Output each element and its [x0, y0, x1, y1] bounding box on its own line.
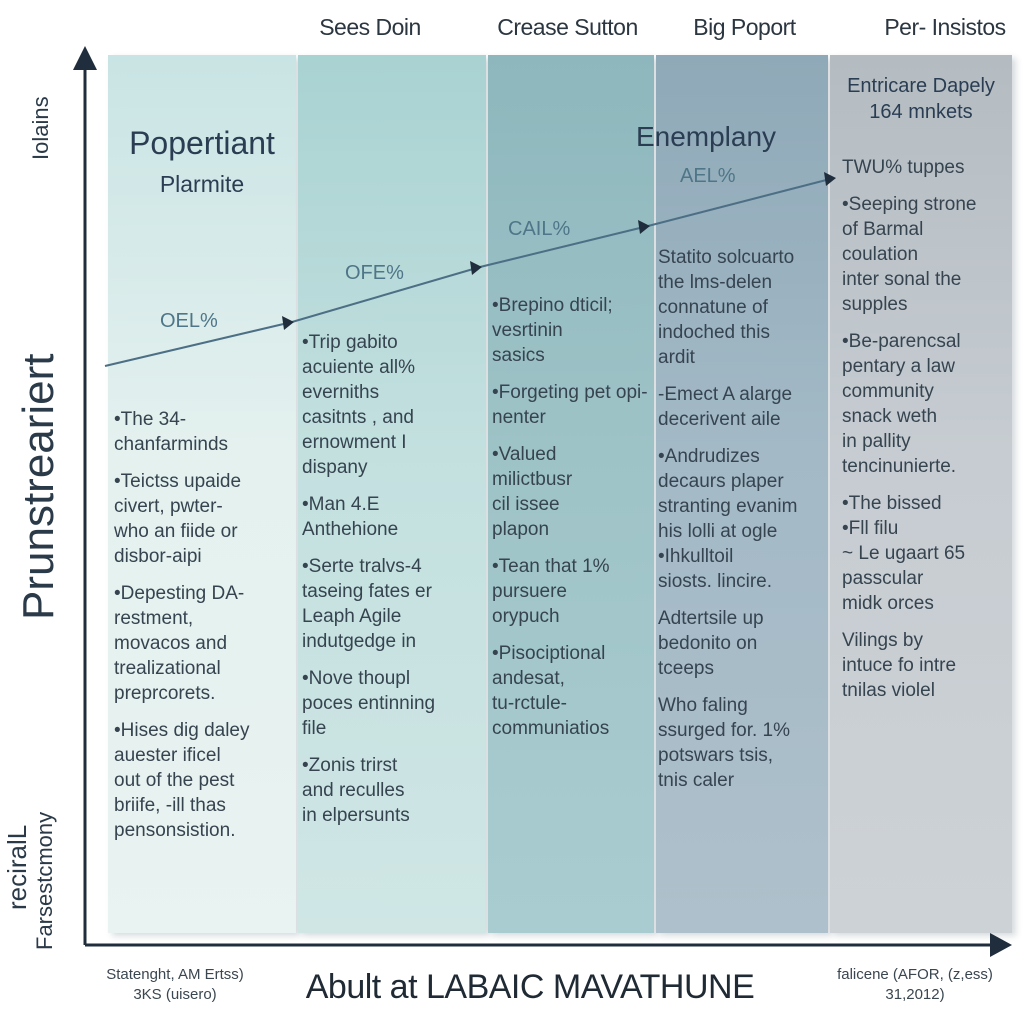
list-item: •Nove thoupl poces entinning file — [302, 668, 436, 739]
panel-5-title: Entricare Dapely 164 mnkets — [847, 75, 995, 123]
list-item: •Seeping strone of Barmal coulation inte… — [842, 194, 977, 315]
panel-3-bullet-list: •Brepino dticil; vesrtinin sasics •Forge… — [492, 293, 654, 753]
step-label-2: OFE% — [345, 262, 404, 284]
list-item: -Emect A alarge decerivent aile — [658, 384, 793, 430]
step-label-3: CAIL% — [508, 218, 571, 240]
list-item: Vilings by intuce fo intre tnilas violel — [842, 630, 957, 701]
list-item: Who faling ssurged for. 1% potswars tsis… — [658, 695, 791, 791]
panel-5-bullet-list: TWU% tuppes •Seeping strone of Barmal co… — [842, 155, 1012, 715]
panel-4-bullet-list: Statito solcuarto the lms-delen connatun… — [658, 245, 828, 805]
footer-left-note: Statenght, AM Ertss) 3KS (uisero) — [106, 966, 244, 1003]
y-axis-arrowhead — [73, 46, 97, 70]
list-item: •Andrudizes decaurs plaper stranting eva… — [658, 446, 798, 592]
list-item: Statito solcuarto the lms-delen connatun… — [658, 247, 795, 368]
column-header-1: Sees Doin — [319, 14, 421, 40]
list-item: •Serte tralvs-4 taseing fates er Leaph A… — [302, 556, 432, 652]
list-item: •Tean that 1% pursuere orypuch — [492, 556, 610, 627]
stage-panel-5: Entricare Dapely 164 mnkets TWU% tuppes … — [830, 55, 1012, 933]
column-header-2: Crease Sutton — [497, 14, 638, 40]
footer-title: Abult at LABAIC MAVATHUNE — [305, 968, 755, 1006]
list-item: •Brepino dticil; vesrtinin sasics — [492, 295, 613, 366]
list-item: TWU% tuppes — [842, 157, 965, 178]
list-item: •Valued milictbusr cil issee plapon — [492, 444, 573, 540]
list-item: •Be-parencsal pentary a law community sn… — [842, 331, 961, 477]
list-item: •Hises dig daley auester ificel out of t… — [114, 720, 250, 841]
panel-1-bullet-list: •The 34- chanfarminds •Teictss upaide ci… — [114, 407, 296, 855]
stage-panel-3: •Brepino dticil; vesrtinin sasics •Forge… — [488, 55, 654, 933]
y-axis-top-label: Iolains — [28, 96, 53, 160]
panel-1-title: Popertiant — [129, 125, 275, 161]
stage-panel-2: •Trip gabito acuiente all% everniths cas… — [298, 55, 486, 933]
list-item: •Depesting DA- restment, movacos and tre… — [114, 583, 245, 704]
column-header-4: Per- Insistos — [884, 14, 1006, 40]
panel-4-title: Enemplany — [635, 121, 777, 152]
footer-right-note: falicene (AFOR, (z,ess) 31,2012) — [837, 966, 993, 1003]
y-axis-bottom-label: Farsestcmony — [32, 811, 57, 950]
trend-arrowhead-3 — [638, 220, 650, 234]
trend-line — [104, 177, 835, 367]
trend-arrowhead-1 — [282, 316, 294, 330]
list-item: •Forgeting pet opi- nenter — [492, 382, 648, 428]
y-axis-main-label: Prunstreariert — [14, 353, 63, 620]
list-item: Adtertsile up bedonito on tceeps — [658, 608, 764, 679]
step-label-4: AEL% — [680, 165, 736, 187]
list-item: •Pisociptional andesat, tu-rctule- commu… — [492, 643, 610, 739]
list-item: •Zonis trirst and reculles in elpersunts — [302, 755, 410, 826]
list-item: •The 34- chanfarminds — [114, 409, 229, 455]
panel-1-subtitle: Plarmite — [159, 171, 245, 197]
x-axis-arrowhead — [990, 933, 1012, 957]
panel-2-bullet-list: •Trip gabito acuiente all% everniths cas… — [302, 330, 484, 840]
list-item: •Man 4.E Anthehione — [302, 494, 399, 540]
list-item: •Trip gabito acuiente all% everniths cas… — [302, 332, 416, 478]
trend-arrowhead-2 — [470, 261, 482, 275]
list-item: •The bissed •Fll filu ~ Le ugaart 65 pas… — [842, 493, 966, 614]
stage-panel-1: Popertiant Plarmite •The 34- chanfarmind… — [108, 55, 296, 933]
list-item: •Teictss upaide civert, pwter- who an fi… — [114, 471, 242, 567]
column-header-3: Big Poport — [693, 14, 796, 40]
y-axis-bottom-label-2: reciralL — [2, 824, 32, 910]
trend-arrowhead-4 — [824, 172, 836, 186]
step-label-1: OEL% — [160, 310, 218, 332]
